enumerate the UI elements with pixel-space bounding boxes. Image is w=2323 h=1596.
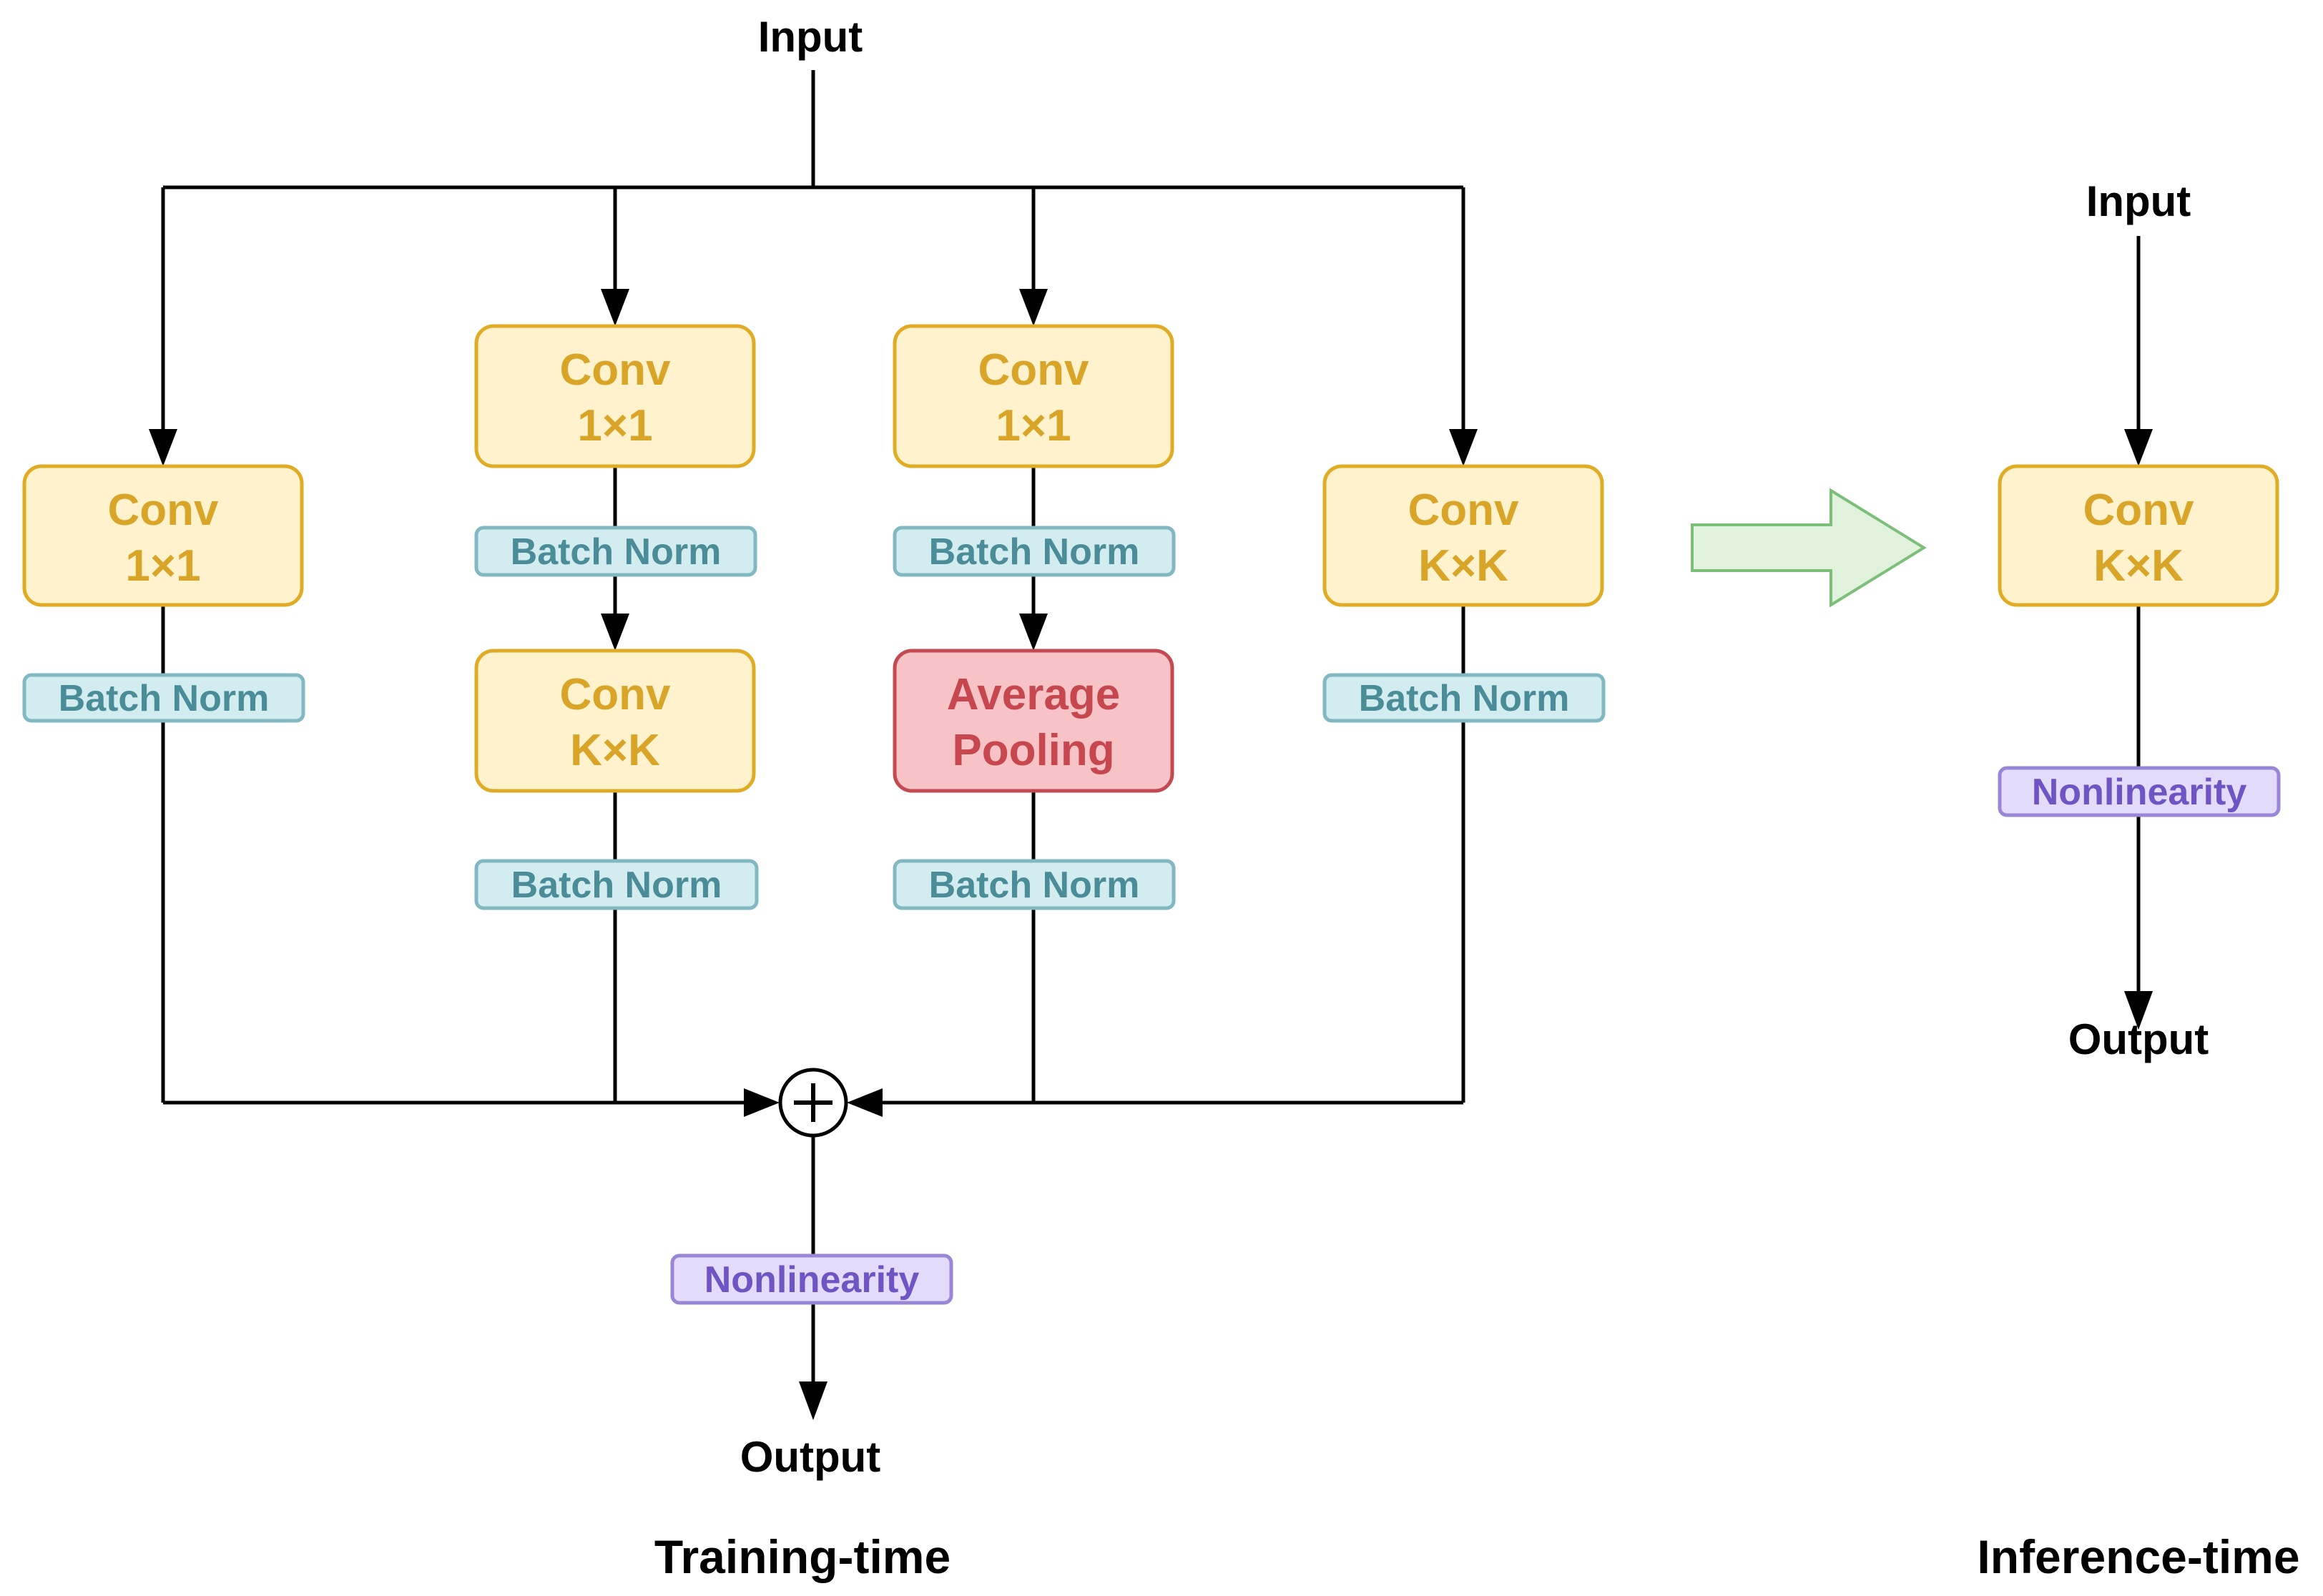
training-input-label: Input: [758, 13, 863, 61]
svg-text:Batch Norm: Batch Norm: [511, 864, 722, 906]
branch1-conv-1x1: Conv 1×1: [22, 464, 304, 607]
svg-text:Conv: Conv: [560, 345, 672, 395]
branch3-batch-norm-a: Batch Norm: [893, 526, 1176, 577]
reparameterization-arrow-icon: [1691, 488, 1927, 608]
svg-text:K×K: K×K: [1418, 541, 1508, 591]
branch4-batch-norm: Batch Norm: [1322, 673, 1606, 723]
inference-input-label: Input: [2086, 177, 2191, 225]
branch2-batch-norm-b: Batch Norm: [474, 859, 759, 910]
svg-text:1×1: 1×1: [996, 401, 1071, 450]
sum-node: [778, 1068, 848, 1138]
svg-text:K×K: K×K: [2093, 541, 2184, 591]
inference-wires: [2124, 236, 2153, 1030]
training-output-label: Output: [740, 1433, 881, 1481]
branch2-conv-1x1: Conv 1×1: [474, 324, 756, 468]
svg-text:Batch Norm: Batch Norm: [59, 678, 270, 719]
svg-text:Conv: Conv: [978, 345, 1090, 395]
inference-output-label: Output: [2068, 1015, 2209, 1063]
svg-text:Conv: Conv: [1408, 486, 1520, 535]
svg-text:1×1: 1×1: [125, 541, 200, 591]
svg-text:Nonlinearity: Nonlinearity: [2032, 772, 2247, 813]
svg-text:Conv: Conv: [108, 486, 220, 535]
svg-text:Batch Norm: Batch Norm: [511, 531, 722, 573]
svg-text:Average: Average: [947, 670, 1120, 719]
branch1-batch-norm: Batch Norm: [22, 673, 305, 723]
svg-text:Pooling: Pooling: [952, 726, 1114, 775]
svg-text:Batch Norm: Batch Norm: [929, 531, 1140, 573]
inference-caption: Inference-time: [1977, 1530, 2299, 1583]
training-nonlinearity: Nonlinearity: [670, 1253, 953, 1305]
branch4-conv-kxk: Conv K×K: [1322, 464, 1604, 607]
svg-text:Conv: Conv: [2083, 486, 2195, 535]
branch3-average-pooling: Average Pooling: [893, 649, 1174, 793]
svg-text:Batch Norm: Batch Norm: [929, 864, 1140, 906]
inference-conv-kxk: Conv K×K: [1998, 464, 2279, 607]
svg-text:Batch Norm: Batch Norm: [1359, 678, 1570, 719]
branch3-conv-1x1: Conv 1×1: [893, 324, 1174, 468]
branch3-batch-norm-b: Batch Norm: [893, 859, 1176, 910]
inference-nonlinearity: Nonlinearity: [1998, 766, 2281, 817]
training-caption: Training-time: [654, 1530, 951, 1583]
svg-text:K×K: K×K: [570, 726, 660, 775]
branch2-conv-kxk: Conv K×K: [474, 649, 756, 793]
branch2-batch-norm-a: Batch Norm: [474, 526, 757, 577]
svg-text:Nonlinearity: Nonlinearity: [704, 1259, 920, 1301]
training-wires: [149, 70, 1478, 1420]
svg-text:Conv: Conv: [560, 670, 672, 719]
svg-text:1×1: 1×1: [577, 401, 652, 450]
